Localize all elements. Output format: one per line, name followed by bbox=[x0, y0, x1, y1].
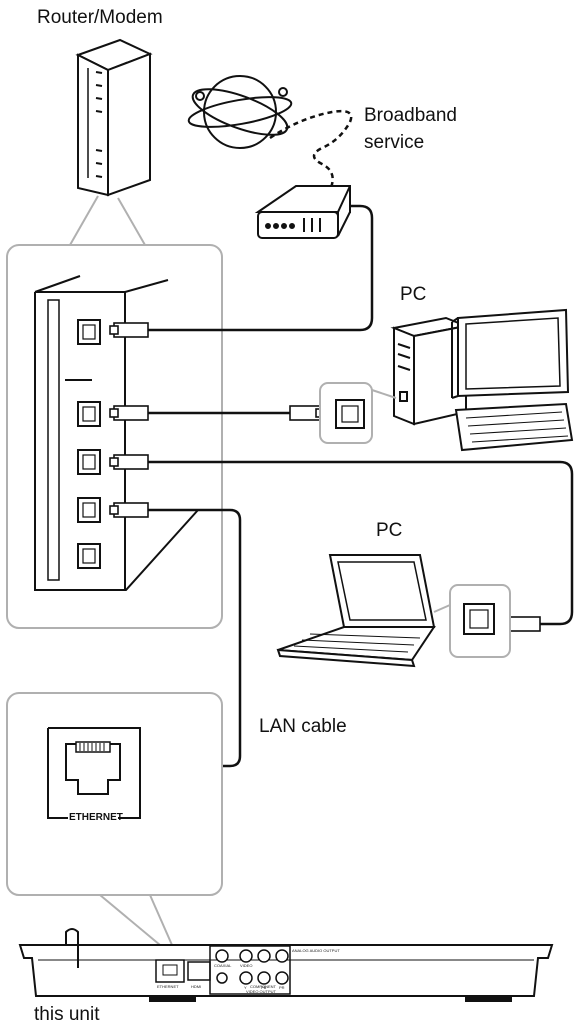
unit-jack-pr-text: PR bbox=[279, 985, 285, 990]
rj45-plug-router-1 bbox=[109, 322, 149, 338]
ethernet-port-label: ETHERNET bbox=[69, 812, 123, 823]
router-modem-device bbox=[75, 38, 153, 197]
this-unit-label: this unit bbox=[34, 1004, 100, 1025]
router-lan-port-5 bbox=[77, 543, 101, 569]
laptop-pc bbox=[276, 554, 436, 668]
router-callout bbox=[6, 195, 223, 629]
rj45-plug-router-2 bbox=[109, 405, 149, 421]
lan-cable-label: LAN cable bbox=[259, 716, 347, 737]
router-rear-panel bbox=[34, 275, 199, 591]
router-lan-port-4 bbox=[77, 497, 101, 523]
laptop-pc-callout bbox=[433, 584, 511, 658]
laptop-pc-label: PC bbox=[376, 520, 403, 541]
desktop-pc-monitor bbox=[451, 308, 570, 399]
lan-cable-router-to-unit bbox=[148, 508, 242, 768]
router-modem-label: Router/Modem bbox=[37, 7, 163, 28]
cable-router-to-laptop-pc bbox=[148, 460, 574, 626]
rj45-plug-router-4 bbox=[109, 502, 149, 518]
unit-callout bbox=[6, 692, 223, 946]
unit-video-output-text: VIDEO OUTPUT bbox=[246, 989, 277, 994]
ethernet-port-enlarged bbox=[47, 727, 141, 819]
unit-coaxial-text: COAXIAL bbox=[214, 963, 232, 968]
router-lan-port-2 bbox=[77, 401, 101, 427]
router-lan-port-1 bbox=[77, 319, 101, 345]
internet-globe-icon bbox=[187, 75, 293, 149]
unit-hdmi-text: HDMI bbox=[191, 984, 202, 989]
broadband-modem bbox=[254, 185, 351, 239]
desktop-pc-label: PC bbox=[400, 284, 427, 305]
unit-jack-y-text: Y bbox=[244, 985, 247, 990]
desktop-pc-keyboard bbox=[454, 402, 574, 452]
unit-component-text: COMPONENT bbox=[250, 984, 276, 989]
unit-ethernet-text: ETHERNET bbox=[157, 984, 179, 989]
rj45-plug-desktop-pc bbox=[289, 405, 325, 421]
this-unit-rear-panel bbox=[18, 928, 554, 1002]
unit-analog-audio-output-text: ANALOG AUDIO OUTPUT bbox=[292, 948, 340, 953]
unit-video-text: VIDEO bbox=[240, 963, 253, 968]
cable-router-to-modem bbox=[148, 204, 374, 332]
router-lan-port-3 bbox=[77, 449, 101, 475]
desktop-pc-tower bbox=[390, 316, 470, 426]
broadband-service-line bbox=[269, 109, 353, 191]
unit-jack-pb-text: PB bbox=[261, 985, 267, 990]
broadband-service-label-line2: service bbox=[364, 132, 425, 153]
desktop-pc-callout bbox=[319, 382, 397, 444]
broadband-service-label-line1: Broadband bbox=[364, 105, 457, 126]
rj45-plug-router-3 bbox=[109, 454, 149, 470]
